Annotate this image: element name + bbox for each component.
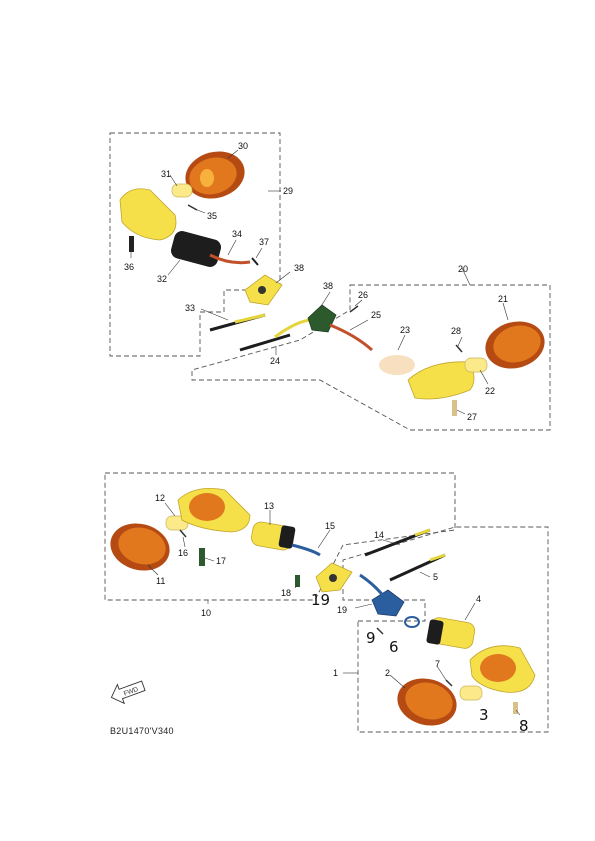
callout-30: 30	[238, 141, 248, 151]
callout-9: 9	[366, 629, 376, 647]
lens-part-21	[485, 321, 545, 369]
bolt-part-8	[513, 702, 518, 714]
lens-part-30	[185, 151, 245, 199]
callout-3: 3	[479, 706, 489, 724]
callout-34: 34	[232, 229, 242, 239]
callout-23: 23	[400, 325, 410, 335]
bolt-part-36	[129, 236, 134, 252]
lens-part-11	[110, 523, 170, 571]
callout-38-upper: 38	[294, 263, 304, 273]
leader-lines	[130, 149, 521, 716]
gasket-part-4	[426, 617, 476, 649]
bracket-part-19-left	[315, 562, 353, 593]
cable-part-14	[364, 528, 431, 557]
callout-22: 22	[485, 386, 495, 396]
callout-26: 26	[358, 290, 368, 300]
callout-20: 20	[458, 264, 468, 274]
callout-35: 35	[207, 211, 217, 221]
housing-upper-right	[407, 361, 475, 400]
clip-part-37	[251, 257, 259, 266]
bracket-part-38-lower	[307, 304, 337, 333]
callout-14: 14	[374, 530, 384, 540]
cable-part-24	[239, 318, 311, 352]
stay-part-32	[170, 231, 222, 267]
callout-19-right: 19	[337, 605, 347, 615]
callout-29: 29	[283, 186, 293, 196]
bulb-part-3	[459, 685, 483, 701]
callout-18: 18	[281, 588, 291, 598]
housing-upper-left	[119, 188, 177, 241]
callout-32: 32	[157, 274, 167, 284]
screw-part-16	[179, 529, 187, 538]
bulb-part-31	[171, 183, 193, 198]
screw-part-18	[295, 575, 300, 587]
callout-2: 2	[385, 668, 390, 678]
fwd-label: FWD	[123, 686, 140, 698]
housing-lower-left	[177, 487, 251, 533]
bulb-part-22	[464, 357, 488, 373]
wire-part-15	[291, 543, 321, 557]
cable-part-5	[389, 553, 446, 582]
callouts: 30 31 35 29 36 32 34 37 38 33 38 26 25 2…	[124, 141, 529, 735]
callout-1: 1	[333, 668, 338, 678]
callout-28: 28	[451, 326, 461, 336]
callout-13: 13	[264, 501, 274, 511]
group-10-outline	[104, 472, 456, 601]
reference-code: B2U1470'V340	[110, 726, 174, 736]
bracket-part-19-right	[371, 589, 405, 617]
callout-36: 36	[124, 262, 134, 272]
wire-part-34	[209, 253, 251, 265]
callout-21: 21	[498, 294, 508, 304]
callout-11: 11	[156, 576, 165, 586]
screw-part-28	[455, 344, 463, 353]
screw-part-7	[445, 679, 453, 687]
sealant-part-23	[379, 355, 415, 375]
callout-12: 12	[155, 493, 165, 503]
callout-31: 31	[161, 169, 171, 179]
bolt-part-27	[452, 400, 457, 416]
wire-part-25	[329, 323, 373, 352]
callout-25: 25	[371, 310, 381, 320]
callout-37: 37	[259, 237, 269, 247]
callout-27: 27	[467, 412, 477, 422]
lens-part-2	[397, 678, 457, 726]
housing-lower-right	[469, 645, 536, 693]
bolt-part-17	[199, 548, 205, 566]
callout-5: 5	[433, 572, 438, 582]
callout-24: 24	[270, 356, 280, 366]
callout-33: 33	[185, 303, 195, 313]
gasket-part-13	[251, 521, 296, 551]
callout-8: 8	[519, 717, 529, 735]
screw-part-26	[349, 305, 359, 313]
callout-6: 6	[389, 638, 399, 656]
fwd-arrow-icon: FWD	[110, 680, 146, 705]
group-29-outline	[109, 132, 281, 357]
callout-10: 10	[201, 608, 211, 618]
callout-4: 4	[476, 594, 481, 604]
callout-15: 15	[325, 521, 335, 531]
callout-19-left: 19	[311, 591, 330, 609]
ring-part-6	[404, 616, 420, 628]
wire-part-19-lead	[359, 573, 387, 599]
callout-16: 16	[178, 548, 188, 558]
callout-17: 17	[216, 556, 226, 566]
bracket-part-38-upper	[244, 274, 283, 306]
callout-7: 7	[435, 659, 440, 669]
screw-part-9	[376, 627, 384, 635]
callout-38-lower: 38	[323, 281, 333, 291]
cable-part-33	[209, 313, 266, 332]
